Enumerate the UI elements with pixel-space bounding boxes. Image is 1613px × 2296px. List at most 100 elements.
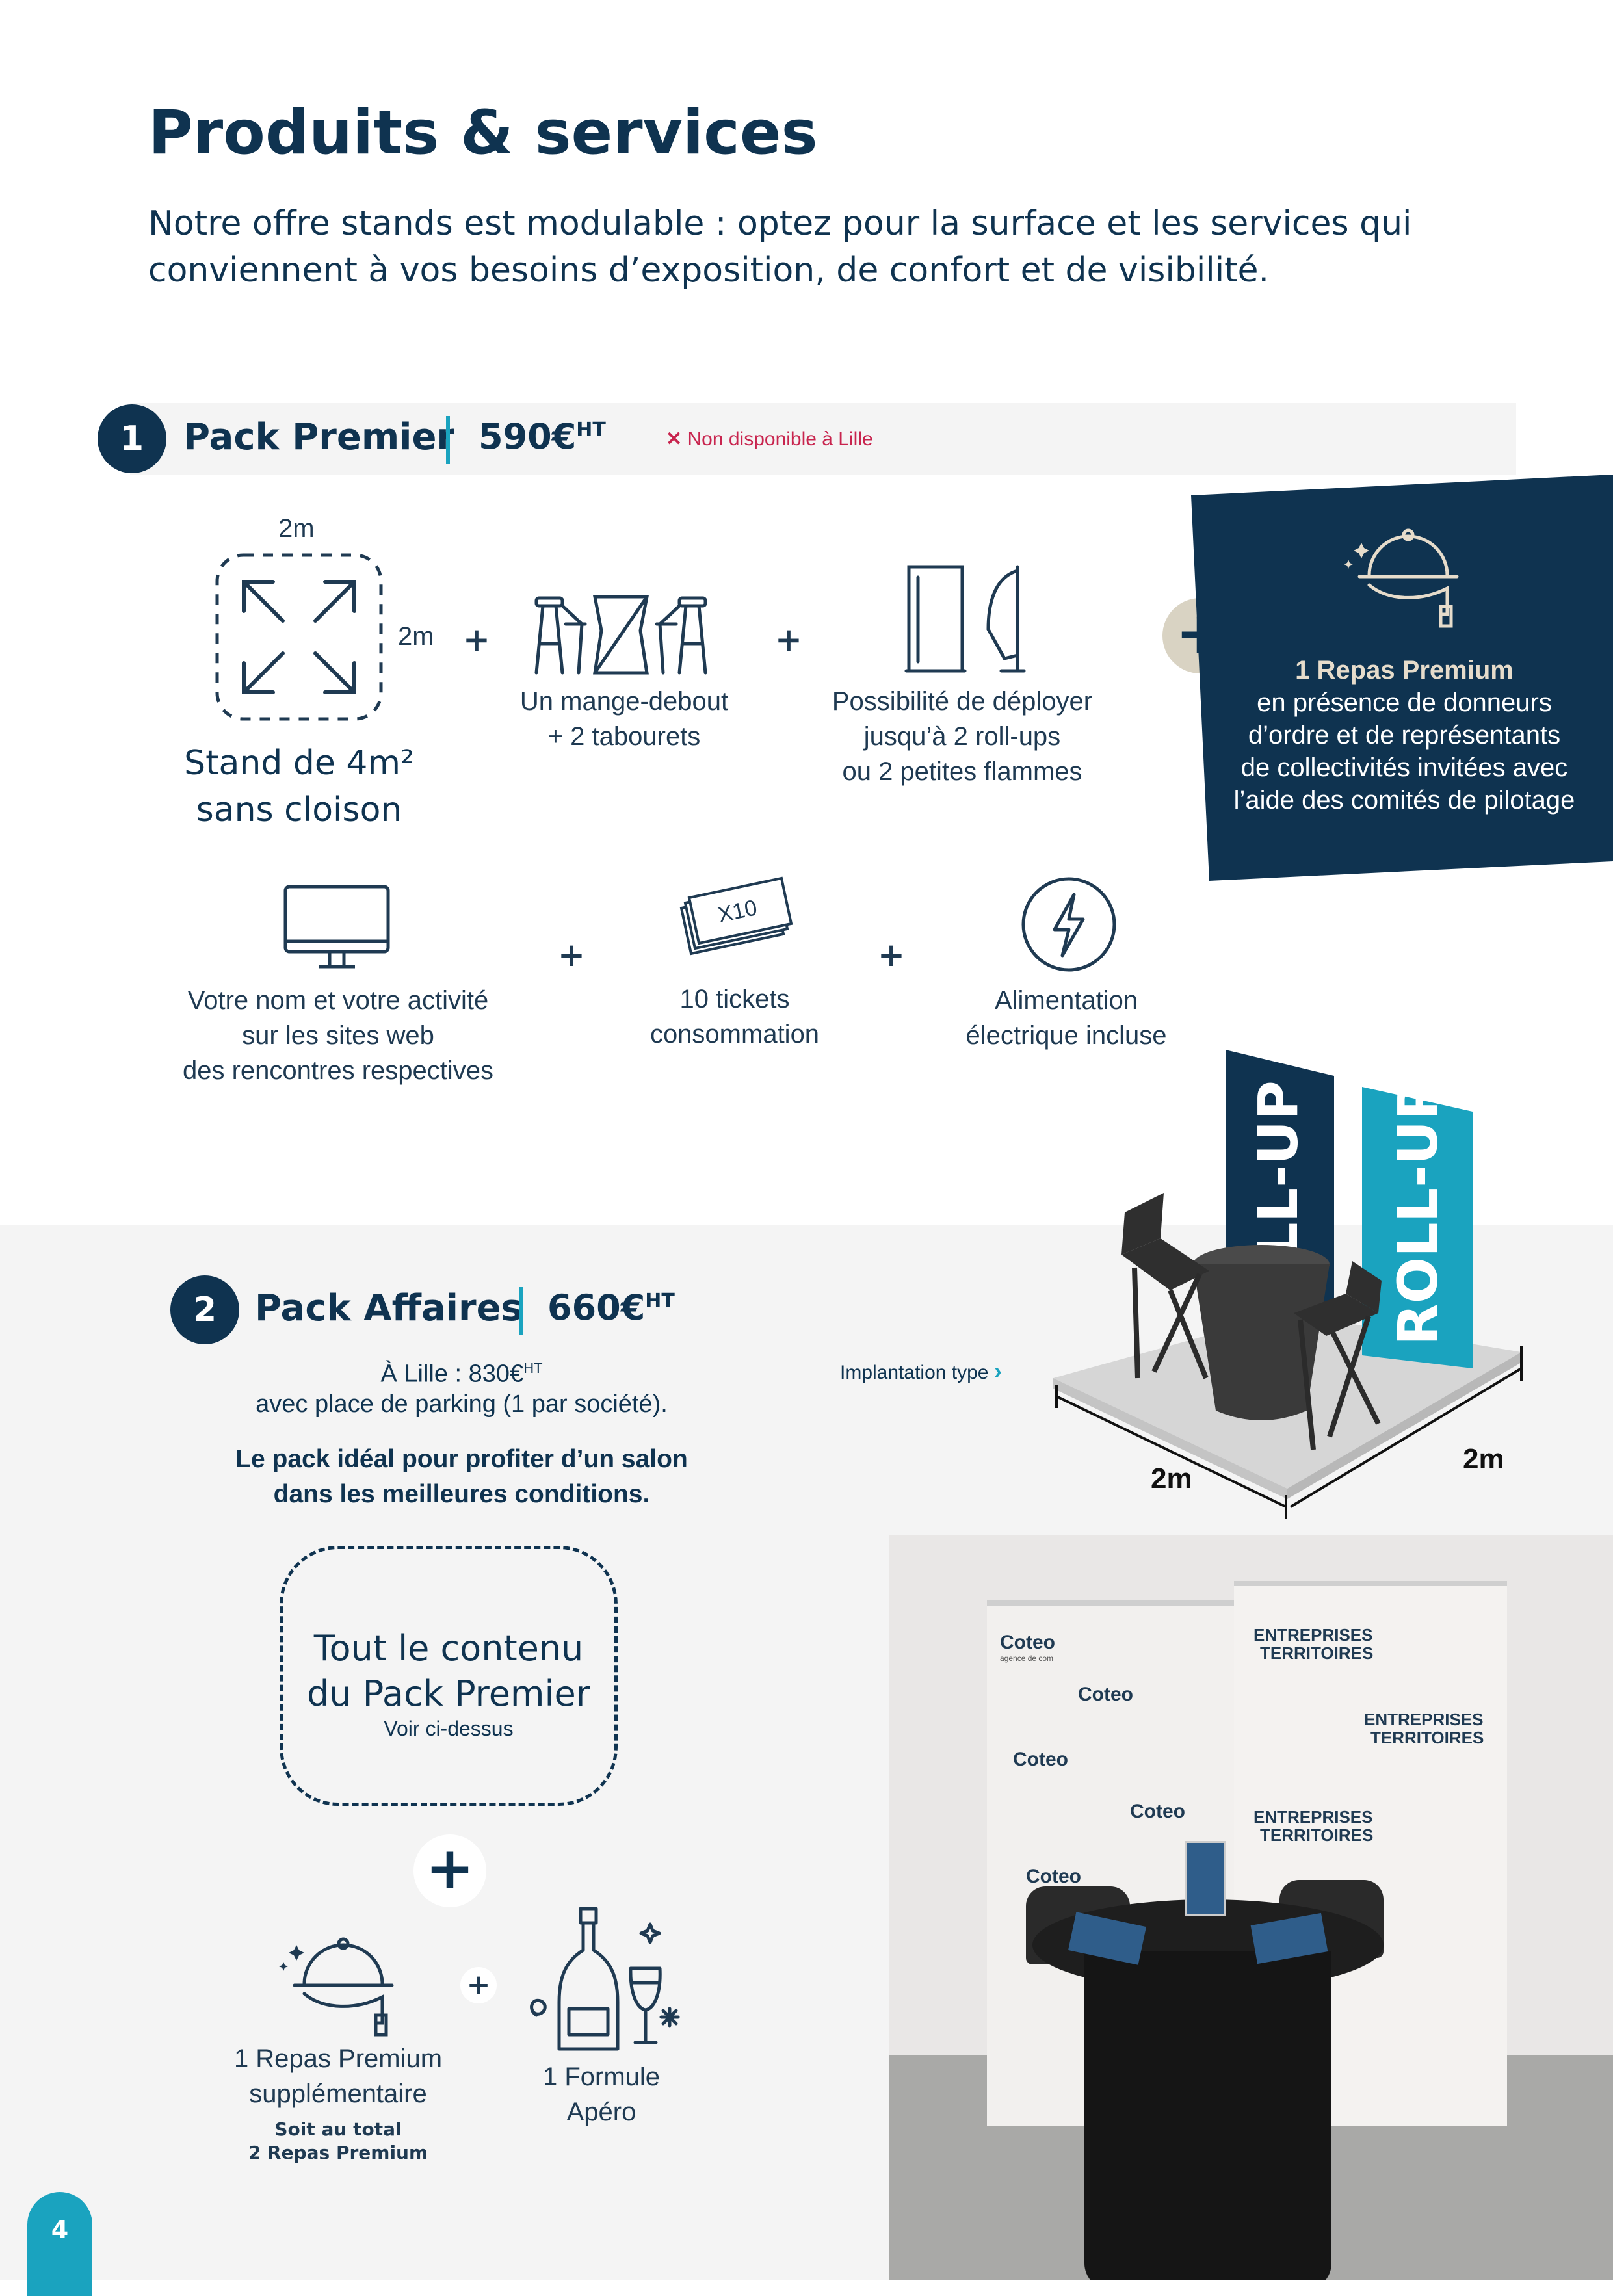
photo-brand-a-3: Coteo (1013, 1749, 1068, 1770)
pack2-meal-line-2: supplémentaire (249, 2080, 427, 2108)
implantation-link[interactable]: Implantation type › (840, 1357, 1002, 1385)
pack2-meal-line-1: 1 Repas Premium (233, 2044, 443, 2073)
photo-brand-b-3: ENTREPRISES (1364, 1710, 1484, 1729)
web-label: Votre nom et votre activité sur les site… (143, 983, 533, 1088)
pack2-price: 660€HT (547, 1287, 675, 1328)
photo-brand-b-2: TERRITOIRES (1260, 1643, 1374, 1663)
rollups-label: Possibilité de déployer jusqu’à 2 roll-u… (793, 684, 1131, 789)
meal-box-text: 1 Repas Premium en présence de donneurs … (1209, 654, 1599, 816)
pack2-lille-line-2: avec place de parking (1 par société). (256, 1390, 668, 1418)
pack2-pitch-line-1: Le pack idéal pour profiter d’un salon (235, 1445, 688, 1473)
pack2-meal-note-1: Soit au total (274, 2119, 402, 2140)
plus-separator: + (558, 936, 585, 974)
pack2-lille-suffix: HT (523, 1360, 543, 1376)
rollup-flag-icon (904, 565, 1026, 673)
pack2-apero-label: 1 Formule Apéro (475, 2059, 728, 2130)
web-label-line-1: Votre nom et votre activité (187, 986, 489, 1015)
plus-separator: + (878, 936, 905, 974)
plus-sign: + (466, 1968, 491, 2002)
rollups-label-line-1: Possibilité de déployer (832, 687, 1093, 716)
photo-brand-b-4: TERRITOIRES (1370, 1728, 1484, 1747)
meal-box-line-2: d’ordre et de représentants (1248, 721, 1561, 750)
pack2-pitch-line-2: dans les meilleures conditions. (273, 1480, 650, 1508)
pack1-header-bar (130, 403, 1516, 475)
pack2-lille-price: À Lille : 830€ (380, 1360, 524, 1388)
table-label-line-1: Un mange-debout (519, 687, 729, 716)
photo-banner-right: ENTREPRISES TERRITOIRES ENTREPRISES TERR… (1234, 1581, 1507, 2126)
champagne-bottle-glass-icon (530, 1907, 680, 2051)
pack1-notice-text: Non disponible à Lille (687, 428, 873, 450)
stand-label-line-1: Stand de 4m² (184, 744, 414, 783)
plus-circle-white: + (413, 1834, 486, 1907)
photo-brand-a-sub: agence de com (1000, 1654, 1054, 1663)
page-number: 4 (51, 2215, 69, 2244)
pack1-number-badge: 1 (98, 404, 166, 473)
rollup-label-2: ROLL-UP (1386, 1080, 1450, 1346)
pack2-lille-line-1: À Lille : 830€HT (195, 1353, 728, 1389)
pack2-includes-line-2: du Pack Premier (307, 1673, 590, 1714)
pack1-price-value: 590€ (479, 416, 577, 457)
stand-photo: Coteo agence de com Coteo Coteo Coteo Co… (889, 1535, 1613, 2280)
tickets-label-line-1: 10 tickets (679, 985, 790, 1013)
dim-side-label: 2m (1463, 1443, 1504, 1475)
pack1-notice: ✕ Non disponible à Lille (666, 428, 873, 450)
stand-dim-side: 2m (398, 622, 434, 651)
stand-label: Stand de 4m² sans cloison (130, 740, 468, 833)
table-label-line-2: + 2 tabourets (547, 722, 701, 751)
pack2-price-value: 660€ (547, 1287, 646, 1328)
photo-brand-a: Coteo (1000, 1632, 1055, 1653)
plus-separator: + (775, 621, 802, 659)
plus-sign: + (425, 1834, 475, 1903)
pack1-divider (446, 416, 450, 464)
photo-brand-b-1: ENTREPRISES (1253, 1625, 1373, 1645)
pack1-price-suffix: HT (576, 419, 606, 441)
intro-line-2: conviennent à vos besoins d’exposition, … (148, 251, 1270, 290)
table-label: Un mange-debout + 2 tabourets (481, 684, 767, 754)
power-label-line-1: Alimentation (994, 986, 1138, 1015)
meal-box-line-4: l’aide des comités de pilotage (1233, 786, 1575, 815)
pack2-name: Pack Affaires (255, 1287, 523, 1329)
pack2-meal-note: Soit au total 2 Repas Premium (208, 2118, 468, 2165)
close-icon: ✕ (666, 428, 683, 450)
pack1-price: 590€HT (479, 416, 606, 457)
tickets-icon: X10 (679, 876, 793, 956)
photo-brand-a-5: Coteo (1026, 1866, 1081, 1887)
stand-dim-top: 2m (278, 514, 315, 543)
table-stools-icon (534, 595, 707, 675)
photo-brand-b-6: TERRITOIRES (1260, 1825, 1374, 1845)
page-title: Produits & services (148, 98, 818, 168)
lightning-power-icon (1021, 877, 1116, 972)
cloche-serving-icon (279, 1937, 394, 2037)
pack2-meal-label: 1 Repas Premium supplémentaire (208, 2041, 468, 2111)
power-label-line-2: électrique incluse (965, 1021, 1167, 1050)
plus-circle-small: + (460, 1967, 497, 2003)
web-label-line-2: sur les sites web (242, 1021, 434, 1050)
pack2-includes-line-1: Tout le contenu (313, 1628, 584, 1669)
tickets-label-line-2: consommation (649, 1020, 820, 1049)
photo-display-stand (1185, 1841, 1226, 1916)
pack2-includes-note: Voir ci-dessus (384, 1717, 514, 1740)
pack2-number-badge: 2 (170, 1275, 239, 1344)
pack2-divider (519, 1287, 523, 1335)
power-label: Alimentation électrique incluse (936, 983, 1196, 1053)
rollups-label-line-2: jusqu’à 2 roll-ups (863, 722, 1061, 751)
monitor-icon (283, 885, 390, 969)
pack2-lille-info: À Lille : 830€HT avec place de parking (… (195, 1353, 728, 1419)
pack1-name: Pack Premier (183, 416, 455, 458)
rollups-label-line-3: ou 2 petites flammes (842, 757, 1082, 786)
expand-arrows-icon (215, 553, 383, 721)
page-number-tab: 4 (27, 2192, 92, 2296)
web-label-line-3: des rencontres respectives (182, 1056, 493, 1085)
pack2-pitch: Le pack idéal pour profiter d’un salon d… (195, 1442, 728, 1512)
tickets-label: 10 tickets consommation (605, 982, 865, 1052)
dim-front-label: 2m (1151, 1463, 1192, 1494)
photo-brand-a-2: Coteo (1078, 1684, 1133, 1705)
meal-box-line-1: en présence de donneurs (1257, 688, 1552, 717)
intro-text: Notre offre stands est modulable : optez… (148, 200, 1514, 294)
pack2-includes-box: Tout le contenu du Pack Premier Voir ci-… (280, 1546, 618, 1806)
implantation-link-text[interactable]: Implantation type (840, 1362, 989, 1383)
intro-line-1: Notre offre stands est modulable : optez… (148, 204, 1412, 243)
pack2-apero-line-1: 1 Formule (542, 2063, 661, 2091)
pack2-apero-line-2: Apéro (566, 2098, 636, 2126)
stand-layout-illustration: ROLL-UP ROLL-UP (1053, 1050, 1523, 1519)
